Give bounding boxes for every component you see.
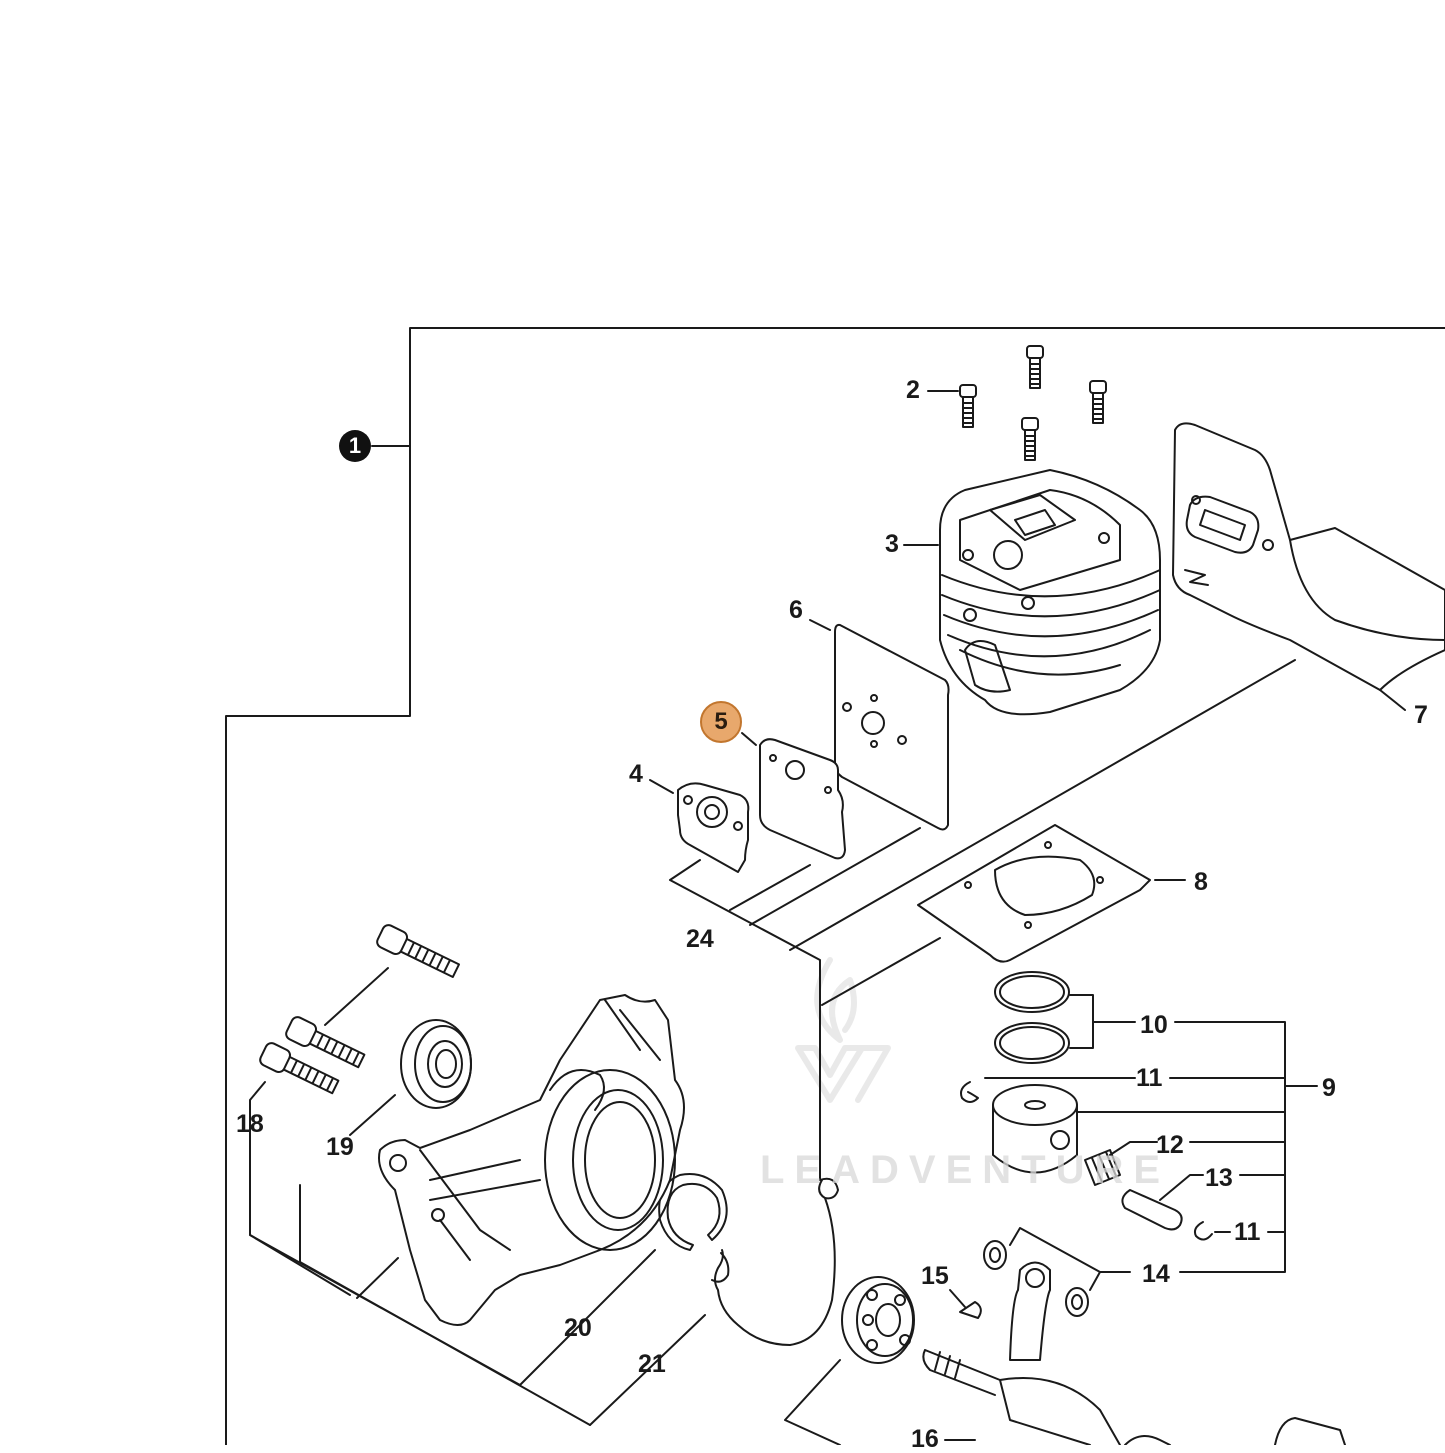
callout-15[interactable]: 15 bbox=[921, 1262, 949, 1290]
crankshaft bbox=[922, 1261, 1171, 1445]
callout-13[interactable]: 13 bbox=[1205, 1164, 1233, 1192]
woodruff-key bbox=[959, 1301, 982, 1319]
callout-11-upper[interactable]: 11 bbox=[1136, 1064, 1163, 1092]
assembly-marker: 1 bbox=[339, 430, 371, 462]
callout-7[interactable]: 7 bbox=[1414, 701, 1428, 729]
callout-24[interactable]: 24 bbox=[686, 925, 714, 953]
crankcase-half bbox=[378, 994, 685, 1326]
piston-ring-upper bbox=[994, 971, 1070, 1013]
intake-gasket bbox=[759, 738, 846, 860]
watermark-logo bbox=[795, 957, 891, 1103]
callout-18[interactable]: 18 bbox=[236, 1110, 264, 1138]
base-gasket bbox=[917, 824, 1151, 963]
piston-ring-lower bbox=[994, 1022, 1070, 1064]
callout-8[interactable]: 8 bbox=[1194, 868, 1208, 896]
callout-11-lower[interactable]: 11 bbox=[1234, 1218, 1261, 1246]
callout-20[interactable]: 20 bbox=[564, 1314, 592, 1342]
oil-seal bbox=[400, 1019, 472, 1109]
bolt-group bbox=[259, 924, 460, 1095]
intake-flange bbox=[677, 782, 750, 873]
callout-16[interactable]: 16 bbox=[911, 1425, 939, 1453]
assembly-frame bbox=[225, 327, 1445, 1445]
callout-6[interactable]: 6 bbox=[789, 596, 803, 624]
muffler-shield bbox=[1172, 422, 1445, 691]
callout-14[interactable]: 14 bbox=[1142, 1260, 1170, 1288]
callout-19[interactable]: 19 bbox=[326, 1133, 354, 1161]
highlighted-part-callout[interactable]: 5 bbox=[700, 701, 742, 743]
callout-21[interactable]: 21 bbox=[638, 1350, 666, 1378]
cylinder bbox=[939, 469, 1161, 716]
needle-bearing bbox=[1084, 1149, 1121, 1186]
callout-4[interactable]: 4 bbox=[629, 760, 643, 788]
cylinder-gasket bbox=[834, 623, 950, 831]
callout-3[interactable]: 3 bbox=[885, 530, 899, 558]
piston bbox=[992, 1084, 1078, 1174]
screw-group bbox=[959, 345, 1107, 461]
ball-bearing bbox=[841, 1276, 915, 1364]
callout-2[interactable]: 2 bbox=[906, 376, 920, 404]
piston-pin bbox=[1121, 1189, 1183, 1231]
crankcase-gasket bbox=[714, 1179, 836, 1346]
callout-10[interactable]: 10 bbox=[1140, 1011, 1168, 1039]
retaining-ring bbox=[658, 1173, 728, 1251]
thrust-washer bbox=[983, 1240, 1007, 1270]
callout-9[interactable]: 9 bbox=[1322, 1074, 1336, 1102]
piston-circlip bbox=[960, 1081, 979, 1103]
callout-12[interactable]: 12 bbox=[1156, 1131, 1184, 1159]
watermark-text: LEADVENTURE bbox=[760, 1148, 1171, 1192]
